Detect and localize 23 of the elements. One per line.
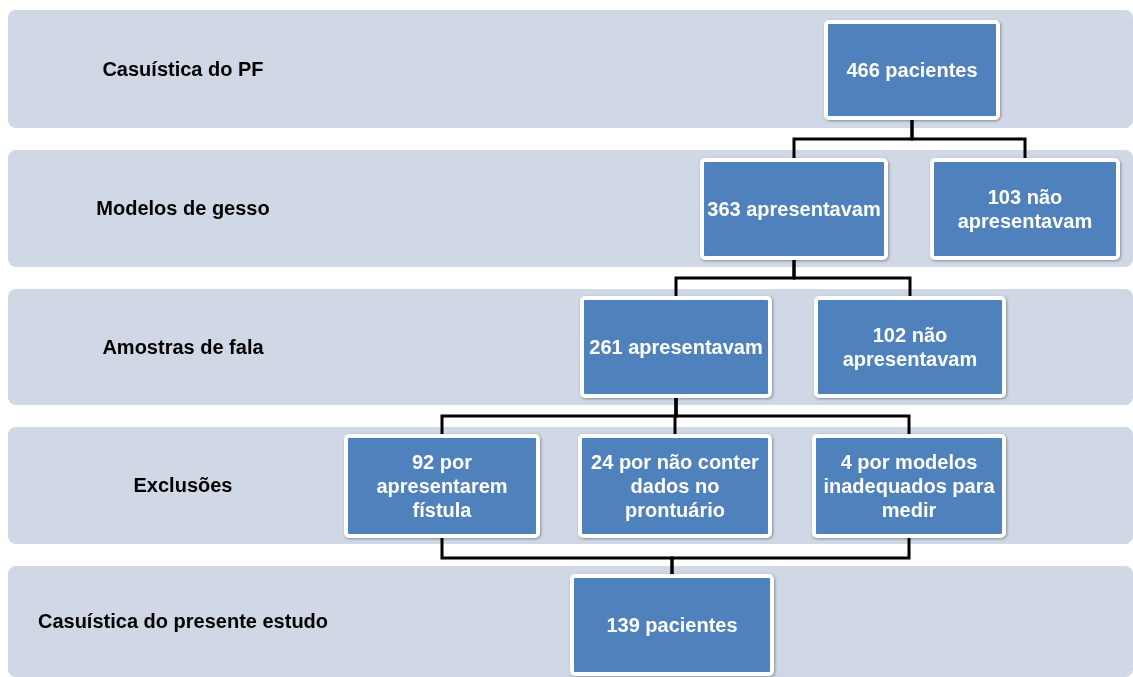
stage-band	[8, 289, 1133, 405]
connector-line	[910, 120, 1027, 158]
process-box: 363 apresentavam	[700, 158, 888, 260]
stage-band	[8, 566, 1133, 677]
process-box: 4 por modelos inadequados para medir	[812, 434, 1006, 538]
stage-label: Exclusões	[132, 473, 234, 498]
stage-band	[8, 427, 1133, 544]
connector-line	[674, 398, 911, 434]
stage-label: Casuística do PF	[101, 56, 265, 82]
process-box: 103 não apresentavam	[930, 158, 1120, 260]
stage-label: Casuística do presente estudo	[36, 609, 330, 634]
process-box: 24 por não conter dados no prontuário	[578, 434, 772, 538]
stage-band	[8, 10, 1133, 128]
process-box: 139 pacientes	[570, 574, 774, 676]
connector-line	[670, 538, 911, 574]
process-box: 466 pacientes	[824, 20, 1000, 120]
stage-label: Modelos de gesso	[95, 196, 271, 221]
process-box: 92 por apresentarem fístula	[344, 434, 540, 538]
process-box: 261 apresentavam	[580, 296, 772, 398]
stage-label: Amostras de fala	[101, 334, 265, 360]
connector-line	[792, 260, 912, 296]
process-box: 102 não apresentavam	[814, 296, 1006, 398]
stage-band	[8, 150, 1133, 267]
